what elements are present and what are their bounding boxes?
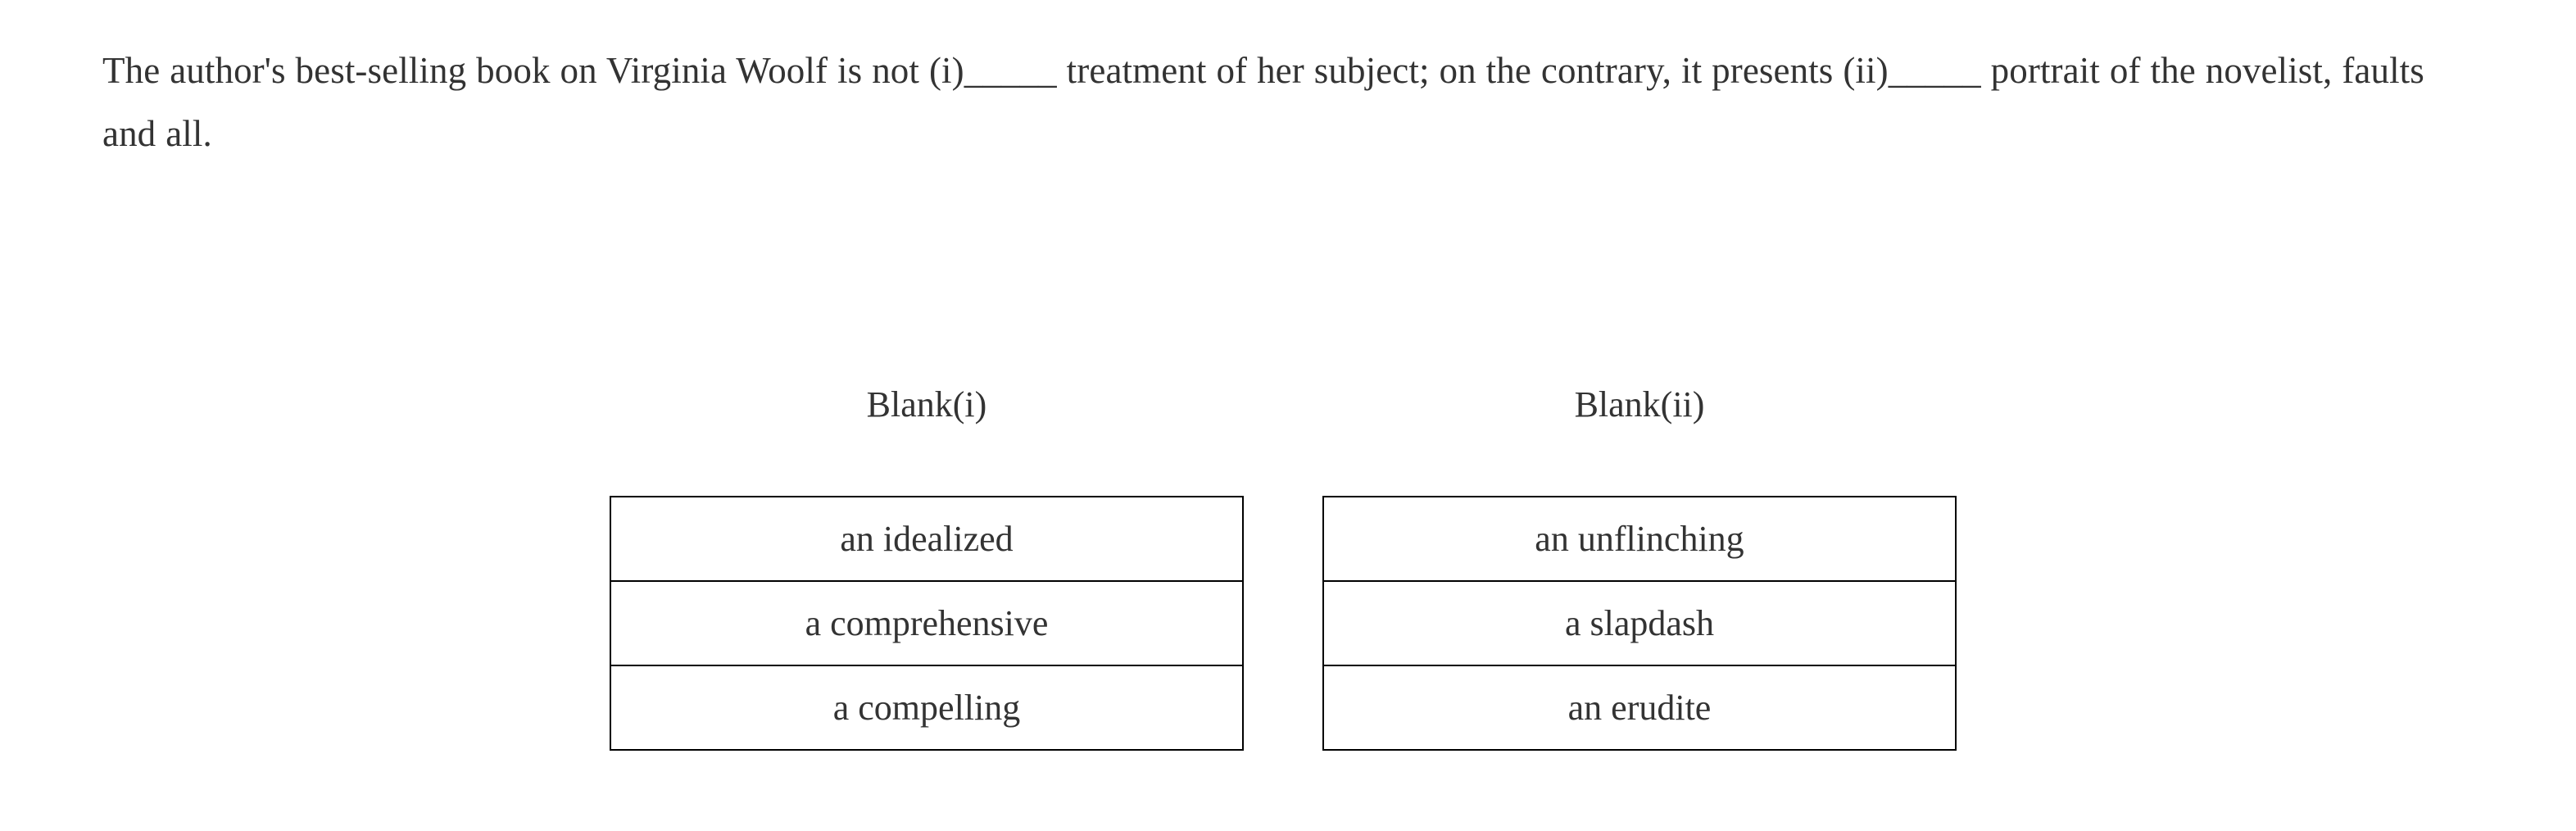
table-row: a slapdash [1322, 580, 1957, 666]
blank-ii-option-1[interactable]: an unflinching [1322, 496, 1957, 582]
table-row: an idealized [610, 496, 1244, 582]
blank-i-label: Blank(i) [866, 384, 987, 425]
blank-ii-option-2[interactable]: a slapdash [1322, 580, 1957, 666]
prompt-sentence: The author's best-selling book on Virgin… [102, 50, 2424, 154]
table-row: an erudite [1322, 665, 1957, 751]
blank-group-ii: Blank(ii) an unflinching a slapdash an e… [1322, 377, 1957, 751]
blank-ii-option-3[interactable]: an erudite [1322, 665, 1957, 751]
question-prompt: The author's best-selling book on Virgin… [102, 39, 2446, 166]
blank-i-option-2[interactable]: a comprehensive [610, 580, 1244, 666]
blank-i-option-table: an idealized a comprehensive a compellin… [610, 496, 1244, 751]
table-row: a comprehensive [610, 580, 1244, 666]
blank-i-option-1[interactable]: an idealized [610, 496, 1244, 582]
table-row: an unflinching [1322, 496, 1957, 582]
blank-group-i: Blank(i) an idealized a comprehensive a … [610, 377, 1244, 751]
answer-choices-area: Blank(i) an idealized a comprehensive a … [610, 377, 1957, 754]
blank-i-option-3[interactable]: a compelling [610, 665, 1244, 751]
blank-ii-option-table: an unflinching a slapdash an erudite [1322, 496, 1957, 751]
blank-ii-label: Blank(ii) [1574, 384, 1705, 425]
table-row: a compelling [610, 665, 1244, 751]
